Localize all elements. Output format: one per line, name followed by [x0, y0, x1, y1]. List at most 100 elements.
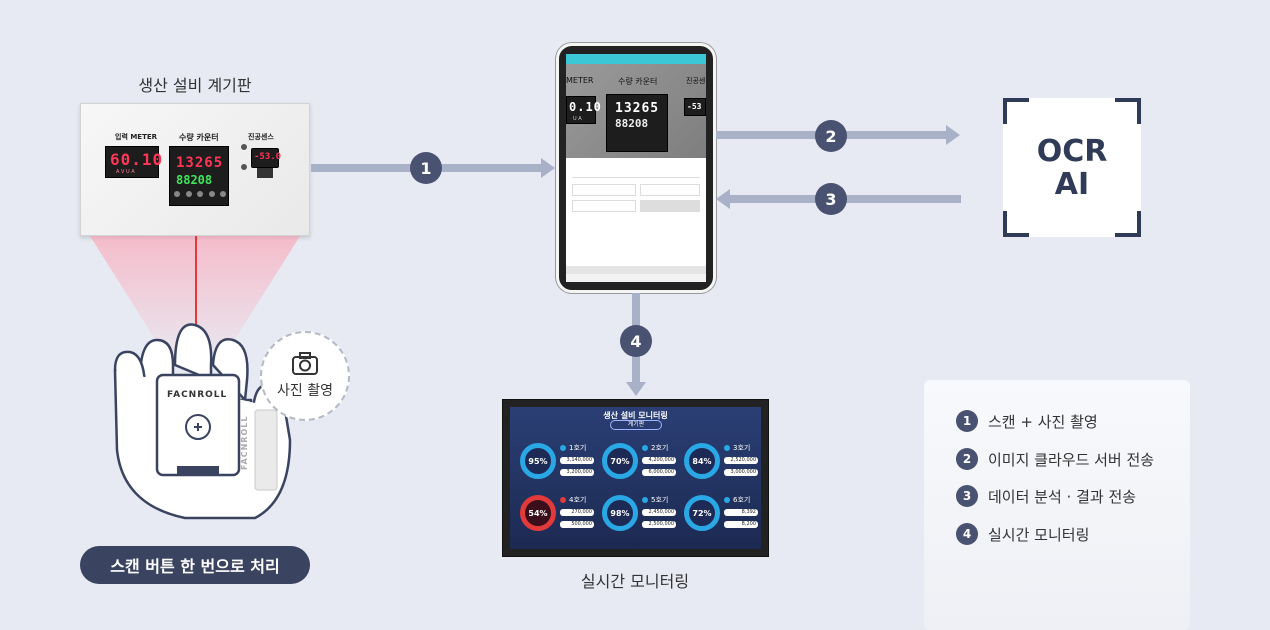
ocr-ai-text: OCR AI [1003, 98, 1141, 237]
status-dot-icon [642, 497, 648, 503]
sensor-base [257, 168, 273, 178]
tablet-select-2[interactable] [572, 200, 636, 212]
step-4-badge: 4 [620, 325, 652, 357]
machine-name: 5호기 [642, 495, 668, 505]
gauge-percent: 72% [692, 508, 712, 518]
machine-label: 5호기 [651, 496, 669, 504]
instrument-panel-photo: 입력 METER 수량 카운터 진공센스 60.10 A V U A 13265… [80, 103, 310, 236]
legend-num: 1 [956, 410, 978, 432]
target-value: 3,200,000 [560, 469, 594, 476]
legend-label: 이미지 클라우드 서버 전송 [988, 450, 1155, 469]
frame-corner [1003, 98, 1029, 124]
gauge-ring: 84% [684, 443, 720, 479]
legend-label: 스캔 + 사진 촬영 [988, 412, 1098, 431]
current-value: 3,140,000 [560, 457, 594, 464]
counter-label: 수량 카운터 [179, 133, 219, 142]
arrow-3-head [716, 189, 730, 209]
current-value: 4,200,000 [642, 457, 676, 464]
counter-buttons [174, 191, 226, 199]
tablet-screen: METER 수량 카운터 진공센 0.10 U A 13265 88208 -5… [566, 54, 706, 282]
target-value: 2,500,000 [642, 521, 676, 528]
sensor-readout: -53.0 [254, 152, 282, 162]
tablet-counter-label: 수량 카운터 [618, 77, 658, 86]
machine-label: 3호기 [733, 444, 751, 452]
tablet-camera-preview: METER 수량 카운터 진공센 0.10 U A 13265 88208 -5… [566, 64, 706, 158]
gauge-ring: 54% [520, 495, 556, 531]
tablet-status-bar [566, 54, 706, 64]
gauge-percent: 54% [528, 508, 548, 518]
current-value: 270,000 [560, 509, 594, 516]
indicator-dot [241, 144, 247, 150]
hand-holding-scanner-icon [113, 323, 292, 520]
camera-icon [292, 352, 318, 375]
target-value: 6,000,000 [642, 469, 676, 476]
tablet-form-field[interactable] [572, 166, 700, 178]
machine-cell: 72% 6호기 8,392 8,200 [680, 491, 760, 543]
input-meter: 60.10 A V U A [105, 146, 162, 178]
tablet-sensor-readout: -53 [687, 102, 702, 111]
legend-item: 4 실시간 모니터링 [956, 523, 1089, 545]
legend-label: 실시간 모니터링 [988, 525, 1090, 544]
gauge-ring: 72% [684, 495, 720, 531]
vacuum-sensor: -53.0 [251, 148, 282, 168]
tablet-bottom-nav[interactable] [566, 266, 706, 274]
gauge-ring: 98% [602, 495, 638, 531]
target-value: 8,200 [724, 521, 758, 528]
machine-label: 6호기 [733, 496, 751, 504]
tablet-sensor: -53 [684, 98, 706, 116]
gauge-percent: 84% [692, 456, 712, 466]
legend-num: 2 [956, 448, 978, 470]
target-value: 500,000 [560, 521, 594, 528]
tablet-input-1[interactable] [640, 184, 700, 196]
step-2-badge: 2 [815, 120, 847, 152]
sensor-label: 진공센스 [248, 133, 274, 141]
steps-legend: 1 스캔 + 사진 촬영 2 이미지 클라우드 서버 전송 3 데이터 분석 ·… [924, 380, 1190, 630]
current-value: 2,520,000 [724, 457, 758, 464]
ocr-ai-box: OCR AI [1003, 98, 1141, 237]
gauge-percent: 70% [610, 456, 630, 466]
scan-pill: 스캔 버튼 한 번으로 처리 [80, 546, 310, 584]
legend-num: 4 [956, 523, 978, 545]
status-dot-icon [560, 445, 566, 451]
arrow-2-head [946, 125, 960, 145]
monitor-subtitle: 계기판 [610, 420, 662, 430]
arrow-4-head [626, 382, 646, 396]
status-dot-icon [642, 445, 648, 451]
tablet-submit-button[interactable] [640, 200, 700, 212]
arrow-1-head [541, 158, 555, 178]
tablet-counter-top: 13265 [615, 101, 660, 116]
scanner-side-brand: FACNROLL [240, 415, 249, 470]
status-dot-icon [724, 497, 730, 503]
machine-name: 2호기 [642, 443, 668, 453]
current-value: 2,450,000 [642, 509, 676, 516]
meter-units: A V U A [116, 169, 135, 175]
legend-item: 1 스캔 + 사진 촬영 [956, 410, 1098, 432]
tablet-device: METER 수량 카운터 진공센 0.10 U A 13265 88208 -5… [556, 43, 716, 293]
tablet-select-1[interactable] [572, 184, 636, 196]
monitor-title: 생산 설비 모니터링 [603, 411, 668, 420]
frame-corner [1003, 211, 1029, 237]
legend-label: 데이터 분석 · 결과 전송 [988, 487, 1137, 506]
scan-laser-line [195, 236, 197, 336]
machine-name: 3호기 [724, 443, 750, 453]
monitor-caption: 실시간 모니터링 [580, 572, 690, 591]
ocr-text: OCR [1036, 133, 1108, 169]
meter-label: 입력 METER [115, 133, 158, 141]
counter-top-readout: 13265 [176, 155, 224, 171]
legend-num: 3 [956, 485, 978, 507]
current-value: 8,392 [724, 509, 758, 516]
tablet-counter-bottom: 88208 [615, 117, 649, 130]
photo-badge-label: 사진 촬영 [277, 383, 333, 399]
gauge-ring: 95% [520, 443, 556, 479]
machine-name: 6호기 [724, 495, 750, 505]
panel-title: 생산 설비 계기판 [138, 76, 252, 95]
step-3-badge: 3 [815, 183, 847, 215]
machine-label: 4호기 [569, 496, 587, 504]
gauge-ring: 70% [602, 443, 638, 479]
quantity-counter: 13265 88208 [169, 146, 229, 206]
legend-item: 2 이미지 클라우드 서버 전송 [956, 448, 1154, 470]
gauge-percent: 95% [528, 456, 548, 466]
